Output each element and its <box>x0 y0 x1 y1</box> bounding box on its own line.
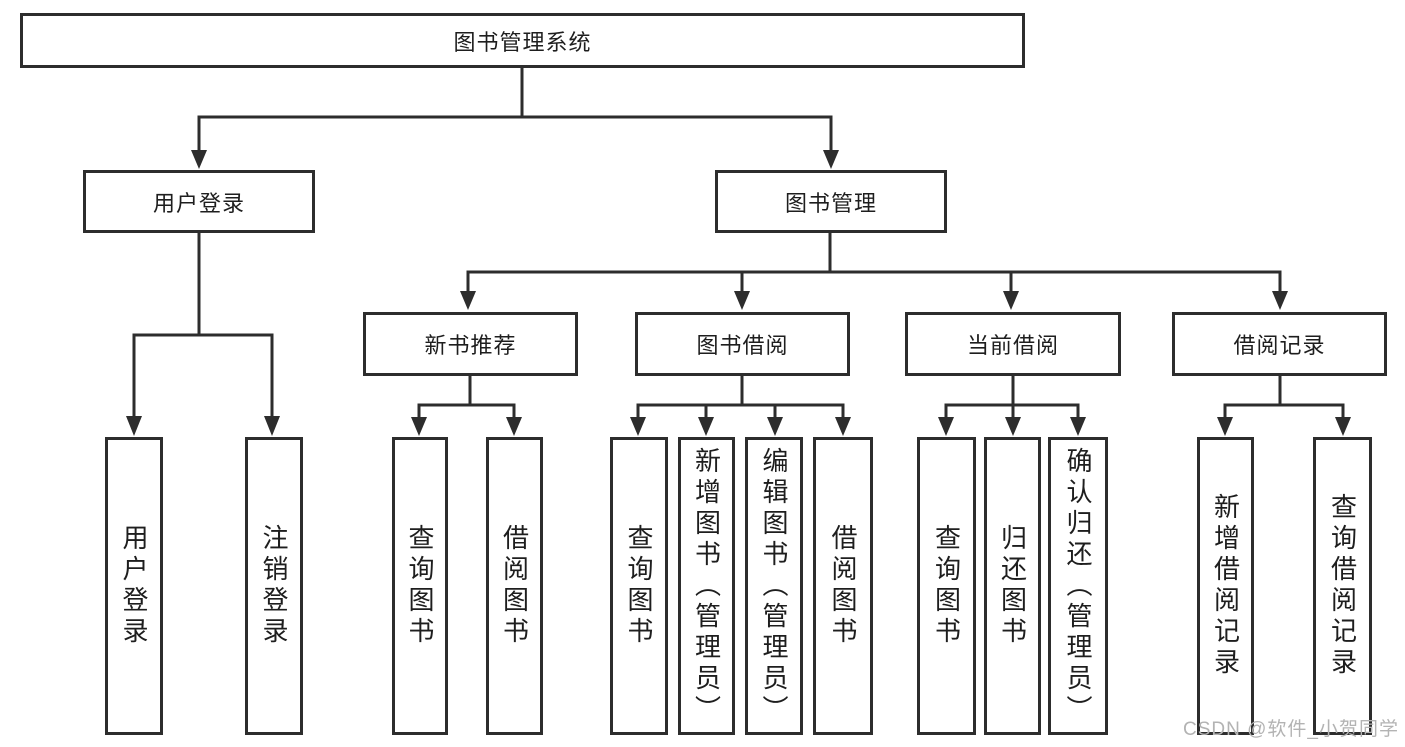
node-user-login: 用户登录 <box>83 170 315 233</box>
leaf-label: 借阅图书 <box>828 524 858 648</box>
csdn-watermark: CSDN @软件_小贺同学 <box>1183 719 1399 740</box>
node-library-management-system: 图书管理系统 <box>20 13 1025 68</box>
leaf-user-login: 用户登录 <box>105 437 163 735</box>
leaf-query-books-recommend: 查询图书 <box>392 437 448 735</box>
node-label: 用户登录 <box>152 190 245 216</box>
leaf-label: 查询图书 <box>405 524 435 648</box>
leaf-label: 确认归还（管理员） <box>1063 446 1093 726</box>
node-label: 借阅记录 <box>1233 333 1326 358</box>
leaf-query-books-current: 查询图书 <box>917 437 976 735</box>
leaf-confirm-return-admin: 确认归还（管理员） <box>1048 437 1108 735</box>
leaf-label: 新增图书（管理员） <box>691 446 722 726</box>
node-borrowing-records: 借阅记录 <box>1172 312 1387 376</box>
leaf-label: 查询图书 <box>624 524 654 648</box>
node-label: 图书管理 <box>784 190 877 216</box>
leaf-label: 用户登录 <box>119 524 149 648</box>
leaf-label: 借阅图书 <box>499 524 530 648</box>
leaf-query-borrow-record: 查询借阅记录 <box>1313 437 1372 735</box>
leaf-add-book-admin: 新增图书（管理员） <box>678 437 735 735</box>
node-current-borrowing: 当前借阅 <box>905 312 1121 376</box>
leaf-logout: 注销登录 <box>245 437 303 735</box>
leaf-borrow-book: 借阅图书 <box>813 437 873 735</box>
node-label: 当前借阅 <box>966 333 1059 358</box>
leaf-label: 编辑图书（管理员） <box>759 446 789 726</box>
node-label: 图书借阅 <box>696 333 789 358</box>
leaf-label: 查询图书 <box>931 524 962 648</box>
leaf-borrow-books-recommend: 借阅图书 <box>486 437 543 735</box>
leaf-label: 新增借阅记录 <box>1210 493 1241 679</box>
leaf-query-books-borrowing: 查询图书 <box>610 437 668 735</box>
leaf-label: 查询借阅记录 <box>1327 493 1358 679</box>
leaf-add-borrow-record: 新增借阅记录 <box>1197 437 1254 735</box>
node-book-borrowing: 图书借阅 <box>635 312 850 376</box>
leaf-label: 归还图书 <box>997 524 1028 648</box>
node-label: 图书管理系统 <box>453 29 592 55</box>
node-label: 新书推荐 <box>424 333 517 358</box>
leaf-label: 注销登录 <box>259 524 289 648</box>
node-book-management: 图书管理 <box>715 170 947 233</box>
node-new-book-recommend: 新书推荐 <box>363 312 578 376</box>
leaf-return-book: 归还图书 <box>984 437 1041 735</box>
leaf-edit-book-admin: 编辑图书（管理员） <box>745 437 803 735</box>
